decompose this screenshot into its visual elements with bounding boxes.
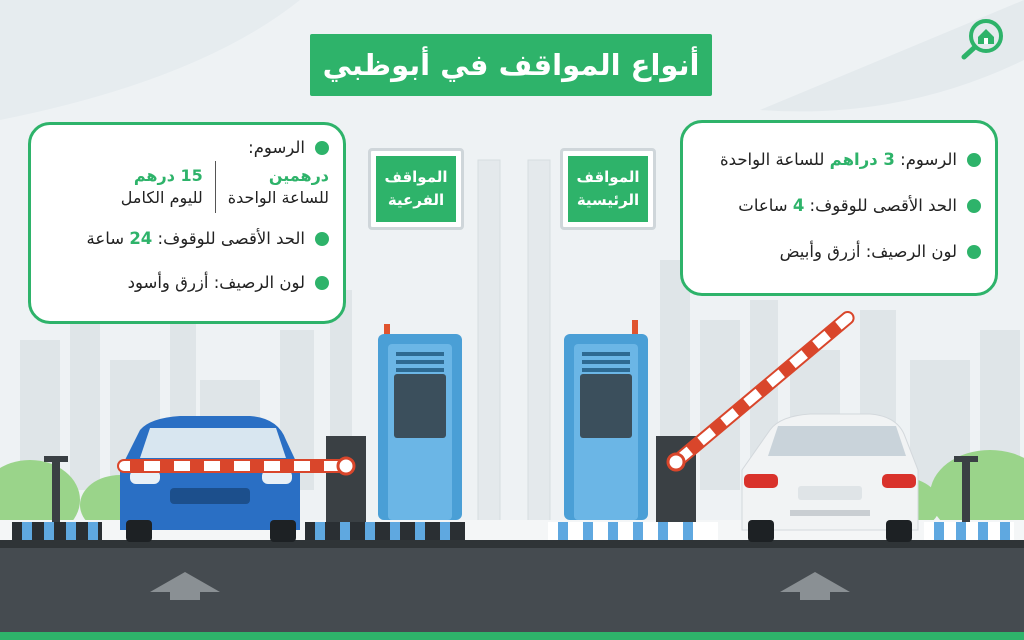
sub-fee-hour-value: درهمين	[268, 166, 329, 185]
main-max-row: الحد الأقصى للوقوف: 4 ساعات	[697, 183, 981, 229]
road-arrows	[150, 572, 850, 600]
sub-fee-hour: درهمين للساعة الواحدة	[216, 161, 329, 213]
sub-parking-booth	[326, 324, 462, 522]
bullet-dot	[315, 141, 329, 155]
main-fees-value: 3 دراهم	[829, 150, 895, 169]
sub-parking-card: الرسوم: درهمين للساعة الواحدة 15 درهم لل…	[28, 122, 346, 324]
sub-fees-label: الرسوم:	[248, 138, 305, 157]
sub-fees-columns: درهمين للساعة الواحدة 15 درهم لليوم الكا…	[45, 161, 329, 217]
main-max-value: 4	[792, 196, 805, 215]
main-parking-booth	[564, 320, 696, 522]
bullet-dot	[967, 153, 981, 167]
sub-curb-value: أزرق وأسود	[127, 273, 209, 292]
curb-right	[548, 522, 1014, 540]
main-curb-label: لون الرصيف:	[865, 242, 957, 261]
bullet-dot	[967, 245, 981, 259]
bollards	[44, 456, 978, 522]
page-title: أنواع المواقف في أبوظبي	[310, 34, 712, 96]
sub-max-row: الحد الأقصى للوقوف: 24 ساعة	[45, 217, 329, 261]
main-parking-sign: المواقف الرئيسية	[560, 148, 656, 230]
bullet-dot	[315, 276, 329, 290]
sub-sign-line1: المواقف	[384, 168, 448, 186]
main-curb-row: لون الرصيف: أزرق وأبيض	[697, 229, 981, 275]
sub-fee-day-unit: لليوم الكامل	[120, 188, 203, 207]
main-sign-line1: المواقف	[576, 168, 640, 186]
main-fees-unit: للساعة الواحدة	[720, 150, 825, 169]
sub-fees-row: الرسوم:	[45, 137, 329, 159]
sub-parking-sign: المواقف الفرعية	[368, 148, 464, 230]
sub-max-label: الحد الأقصى للوقوف:	[157, 229, 305, 248]
main-fees-label: الرسوم:	[900, 150, 957, 169]
main-sign-line2: الرئيسية	[576, 191, 640, 209]
white-car	[741, 413, 919, 542]
blue-car	[120, 416, 300, 542]
sub-fee-hour-unit: للساعة الواحدة	[227, 188, 329, 207]
main-curb-value: أزرق وأبيض	[779, 242, 861, 261]
sub-parking-barrier	[117, 456, 356, 476]
main-parking-card: الرسوم: 3 دراهم للساعة الواحدة الحد الأق…	[680, 120, 998, 296]
sub-fee-day: 15 درهم لليوم الكامل	[121, 161, 216, 213]
main-max-label: الحد الأقصى للوقوف:	[809, 196, 957, 215]
sub-max-value: 24	[129, 229, 153, 248]
sign-poles	[477, 159, 551, 541]
sub-curb-label: لون الرصيف:	[213, 273, 305, 292]
sub-curb-row: لون الرصيف: أزرق وأسود	[45, 261, 329, 305]
sub-sign-line2: الفرعية	[387, 191, 445, 209]
sub-max-unit: ساعة	[86, 229, 125, 248]
bullet-dot	[967, 199, 981, 213]
curb-left	[12, 522, 465, 540]
bullet-dot	[315, 232, 329, 246]
main-fees-row: الرسوم: 3 دراهم للساعة الواحدة	[697, 137, 981, 183]
main-max-unit: ساعات	[738, 196, 788, 215]
sub-fee-day-value: 15 درهم	[133, 166, 203, 185]
house-magnifier-icon	[961, 19, 1003, 60]
